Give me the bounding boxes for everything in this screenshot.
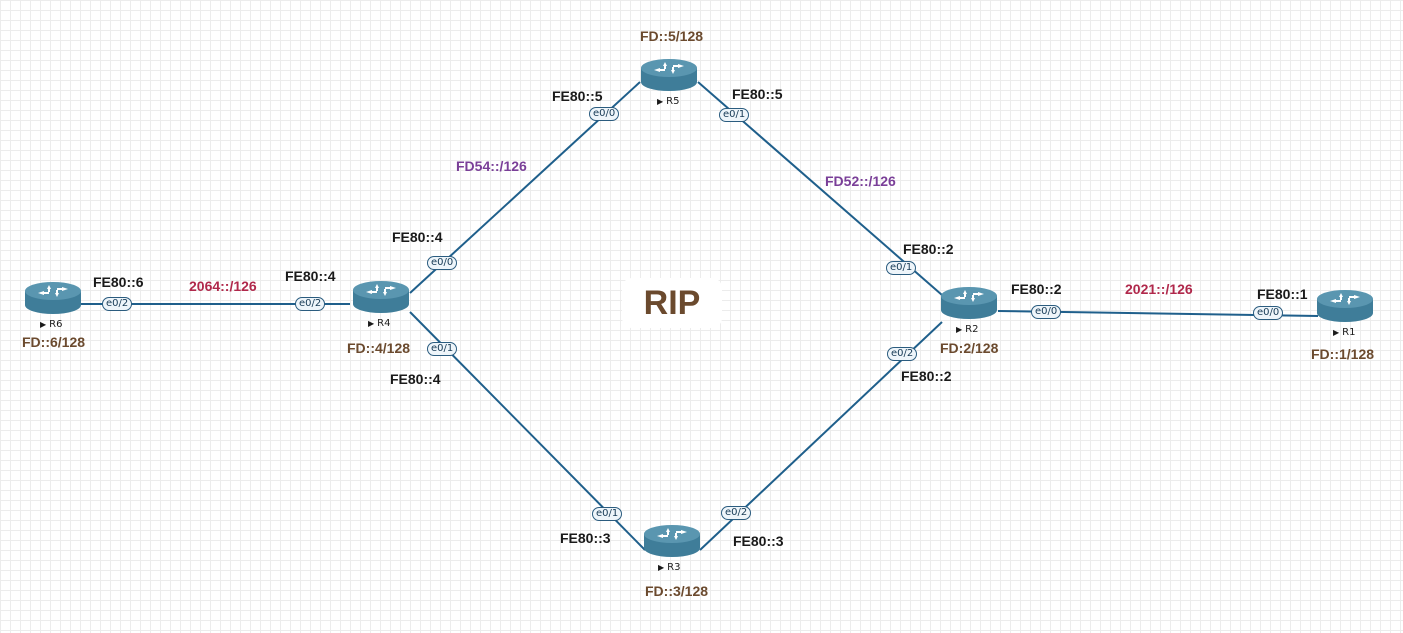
port-r5-e0-0[interactable]: e0/0: [589, 107, 620, 121]
play-icon: ▶: [1333, 328, 1340, 337]
router-r2-icon[interactable]: [940, 286, 998, 320]
router-r6-icon[interactable]: [24, 281, 82, 315]
ll-r2-e0-2: FE80::2: [901, 368, 952, 384]
router-r1-name: ▶R1: [1333, 327, 1356, 338]
router-r6-loopback: FD::6/128: [22, 334, 86, 350]
ll-r5-e0-1: FE80::5: [732, 86, 783, 102]
subnet-r5-r2: FD52::/126: [825, 173, 896, 189]
ll-r3-e0-1: FE80::3: [560, 530, 611, 546]
port-r2-e0-0[interactable]: e0/0: [1031, 305, 1062, 319]
port-r1-e0-0[interactable]: e0/0: [1253, 306, 1284, 320]
ll-r4-e0-0: FE80::4: [392, 229, 443, 245]
subnet-r2-r1: 2021::/126: [1125, 281, 1193, 297]
protocol-label: RIP: [622, 278, 722, 328]
router-r4-loopback: FD::4/128: [347, 340, 411, 356]
router-r6-name: ▶R6: [40, 319, 63, 330]
router-r5-icon[interactable]: [640, 58, 698, 92]
router-r2-name: ▶R2: [956, 324, 979, 335]
router-r3-name: ▶R3: [658, 562, 681, 573]
play-icon: ▶: [657, 97, 664, 106]
port-r3-e0-2[interactable]: e0/2: [721, 506, 752, 520]
port-r4-e0-2[interactable]: e0/2: [295, 297, 326, 311]
router-r1-icon[interactable]: [1316, 289, 1374, 323]
ll-r2-e0-1: FE80::2: [903, 241, 954, 257]
subnet-r4-r5: FD54::/126: [456, 158, 527, 174]
port-r2-e0-2[interactable]: e0/2: [887, 347, 918, 361]
ll-r5-e0-0: FE80::5: [552, 88, 603, 104]
ll-r2-e0-0: FE80::2: [1011, 281, 1062, 297]
play-icon: ▶: [658, 563, 665, 572]
play-icon: ▶: [40, 320, 47, 329]
port-r2-e0-1[interactable]: e0/1: [886, 261, 917, 275]
router-r3-loopback: FD::3/128: [645, 583, 709, 599]
ll-r4-e0-1: FE80::4: [390, 371, 441, 387]
port-r4-e0-0[interactable]: e0/0: [427, 256, 458, 270]
ll-r1-e0-0: FE80::1: [1257, 286, 1308, 302]
ll-r6-e0-2: FE80::6: [93, 274, 144, 290]
port-r3-e0-1[interactable]: e0/1: [592, 507, 623, 521]
port-r6-e0-2[interactable]: e0/2: [102, 297, 133, 311]
router-r3-icon[interactable]: [643, 524, 701, 558]
router-r5-name: ▶R5: [657, 96, 680, 107]
port-r4-e0-1[interactable]: e0/1: [427, 342, 458, 356]
ll-r3-e0-2: FE80::3: [733, 533, 784, 549]
router-r5-loopback: FD::5/128: [640, 28, 704, 44]
router-r4-icon[interactable]: [352, 280, 410, 314]
router-r1-loopback: FD::1/128: [1311, 346, 1375, 362]
router-r4-name: ▶R4: [368, 318, 391, 329]
ll-r4-e0-2: FE80::4: [285, 268, 336, 284]
router-r2-loopback: FD:2/128: [940, 340, 999, 356]
play-icon: ▶: [956, 325, 963, 334]
port-r5-e0-1[interactable]: e0/1: [719, 108, 750, 122]
play-icon: ▶: [368, 319, 375, 328]
subnet-r6-r4: 2064::/126: [189, 278, 257, 294]
